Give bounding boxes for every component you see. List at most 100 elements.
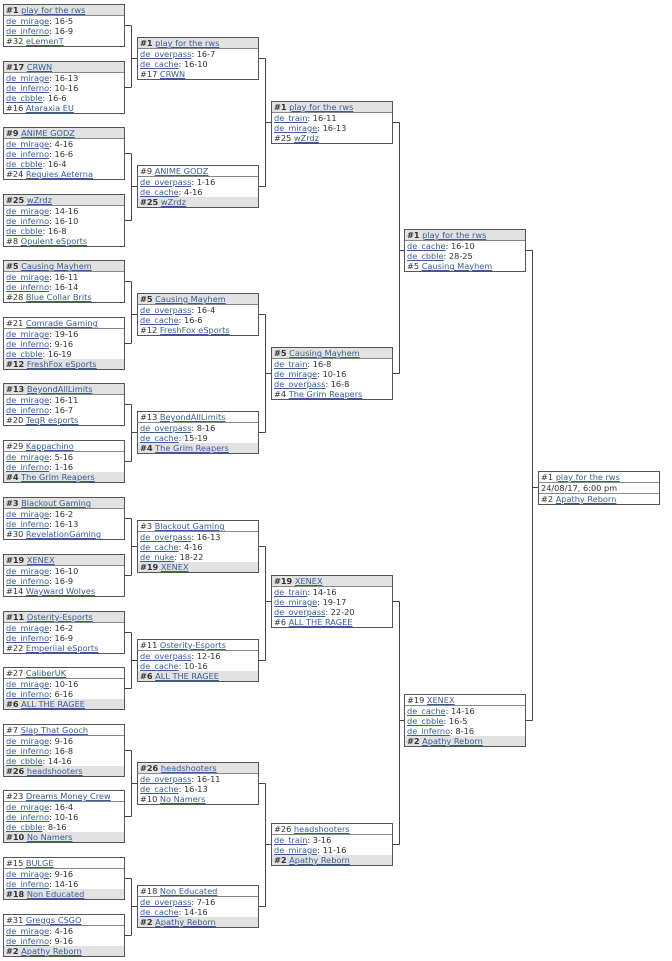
map-name-link[interactable]: de_cache [140,907,179,917]
team-name-link[interactable]: Blackout Gaming [21,498,92,508]
team-name-link[interactable]: CRWN [159,69,186,79]
team-name-link[interactable]: ALL THE RAGEE [155,671,219,681]
team-name-link[interactable]: XENEX [426,695,455,705]
team-name-link[interactable]: Causing Mayhem [289,348,360,358]
map-name-link[interactable]: de_cache [140,187,179,197]
team-name-link[interactable]: ANIME GODZ [154,166,209,176]
team-name-link[interactable]: Requies Aeterna [25,169,93,179]
map-name-link[interactable]: de_cache [140,784,179,794]
team-name-link[interactable]: eLemenT [25,36,64,46]
map-name-link[interactable]: de_inferno [6,26,50,36]
map-name-link[interactable]: de_cbble [6,756,43,766]
map-name-link[interactable]: de_mirage [6,206,50,216]
team-name-link[interactable]: play for the rws [21,5,86,15]
map-name-link[interactable]: de_cbble [6,93,43,103]
map-name-link[interactable]: de_inferno [6,83,50,93]
team-name-link[interactable]: Slap That Gooch [20,725,89,735]
team-name-link[interactable]: TeqR esports [25,415,79,425]
map-name-link[interactable]: de_inferno [6,216,50,226]
map-name-link[interactable]: de_mirage [6,509,50,519]
map-name-link[interactable]: de_overpass [140,774,192,784]
team-name-link[interactable]: Wayward Wolves [25,586,96,596]
map-name-link[interactable]: de_overpass [140,423,192,433]
map-name-link[interactable]: de_mirage [6,926,50,936]
map-name-link[interactable]: de_cache [140,661,179,671]
map-name-link[interactable]: de_mirage [6,395,50,405]
map-name-link[interactable]: de_cbble [6,349,43,359]
map-name-link[interactable]: de_overpass [140,897,192,907]
map-name-link[interactable]: de_inferno [6,746,50,756]
map-name-link[interactable]: de_inferno [6,936,50,946]
team-name-link[interactable]: Causing Mayhem [21,261,92,271]
map-name-link[interactable]: de_inferno [6,576,50,586]
team-name-link[interactable]: No Namers [26,832,73,842]
team-name-link[interactable]: CaliberUK [25,668,67,678]
map-name-link[interactable]: de_mirage [6,623,50,633]
team-name-link[interactable]: BeyondAllLimits [26,384,93,394]
team-name-link[interactable]: wZrdz [26,195,52,205]
team-name-link[interactable]: FreshFox eSports [159,325,230,335]
map-name-link[interactable]: de_overpass [140,177,192,187]
map-name-link[interactable]: de_train [274,587,308,597]
map-name-link[interactable]: de_train [274,835,308,845]
map-name-link[interactable]: de_mirage [6,139,50,149]
map-name-link[interactable]: de_mirage [6,679,50,689]
team-name-link[interactable]: Kappachino [25,441,74,451]
map-name-link[interactable]: de_nuke [140,552,175,562]
map-name-link[interactable]: de_cache [140,433,179,443]
team-name-link[interactable]: Apathy Reborn [155,917,216,927]
map-name-link[interactable]: de_overpass [140,651,192,661]
team-name-link[interactable]: FreshFox eSports [26,359,97,369]
map-name-link[interactable]: de_inferno [6,462,50,472]
map-name-link[interactable]: de_cache [407,706,446,716]
team-name-link[interactable]: play for the rws [555,472,620,482]
map-name-link[interactable]: de_mirage [274,369,318,379]
team-name-link[interactable]: Causing Mayhem [155,294,226,304]
team-name-link[interactable]: Non Educated [26,889,85,899]
team-name-link[interactable]: ANIME GODZ [21,128,75,138]
map-name-link[interactable]: de_cache [407,241,446,251]
map-name-link[interactable]: de_cbble [407,716,444,726]
team-name-link[interactable]: Apathy Reborn [555,494,617,504]
map-name-link[interactable]: de_mirage [6,566,50,576]
map-name-link[interactable]: de_mirage [274,123,318,133]
map-name-link[interactable]: de_inferno [6,689,50,699]
map-name-link[interactable]: de_mirage [6,16,50,26]
team-name-link[interactable]: Apathy Reborn [21,946,82,956]
team-name-link[interactable]: ALL THE RAGEE [21,699,85,709]
team-name-link[interactable]: wZrdz [160,197,186,207]
team-name-link[interactable]: Comrade Gaming [25,318,98,328]
map-name-link[interactable]: de_inferno [6,812,50,822]
map-name-link[interactable]: de_overpass [274,607,326,617]
map-name-link[interactable]: de_mirage [6,452,50,462]
team-name-link[interactable]: Emperiial eSports [25,643,99,653]
team-name-link[interactable]: play for the rws [155,38,220,48]
team-name-link[interactable]: XENEX [160,562,189,572]
map-name-link[interactable]: de_train [274,359,308,369]
team-name-link[interactable]: BeyondAllLimits [159,412,226,422]
team-name-link[interactable]: Osterity-Esports [26,612,93,622]
map-name-link[interactable]: de_train [274,113,308,123]
map-name-link[interactable]: de_mirage [274,597,318,607]
map-name-link[interactable]: de_inferno [407,726,451,736]
team-name-link[interactable]: headshooters [160,763,217,773]
team-name-link[interactable]: RevelationGaming [25,529,102,539]
team-name-link[interactable]: The Grim Reapers [288,389,363,399]
team-name-link[interactable]: The Grim Reapers [21,472,95,482]
map-name-link[interactable]: de_overpass [140,49,192,59]
team-name-link[interactable]: play for the rws [422,230,487,240]
team-name-link[interactable]: Osterity-Esports [159,640,226,650]
map-name-link[interactable]: de_inferno [6,405,50,415]
map-name-link[interactable]: de_mirage [6,736,50,746]
team-name-link[interactable]: XENEX [26,555,55,565]
team-name-link[interactable]: No Namers [159,794,206,804]
team-name-link[interactable]: Apathy Reborn [289,855,350,865]
team-name-link[interactable]: Greggs CSGO [25,915,82,925]
team-name-link[interactable]: Dreams Money Crew [25,791,111,801]
team-name-link[interactable]: Apathy Reborn [422,736,483,746]
map-name-link[interactable]: de_inferno [6,879,50,889]
team-name-link[interactable]: Causing Mayhem [421,261,493,271]
team-name-link[interactable]: XENEX [294,576,323,586]
team-name-link[interactable]: wZrdz [293,133,319,143]
map-name-link[interactable]: de_cache [140,315,179,325]
